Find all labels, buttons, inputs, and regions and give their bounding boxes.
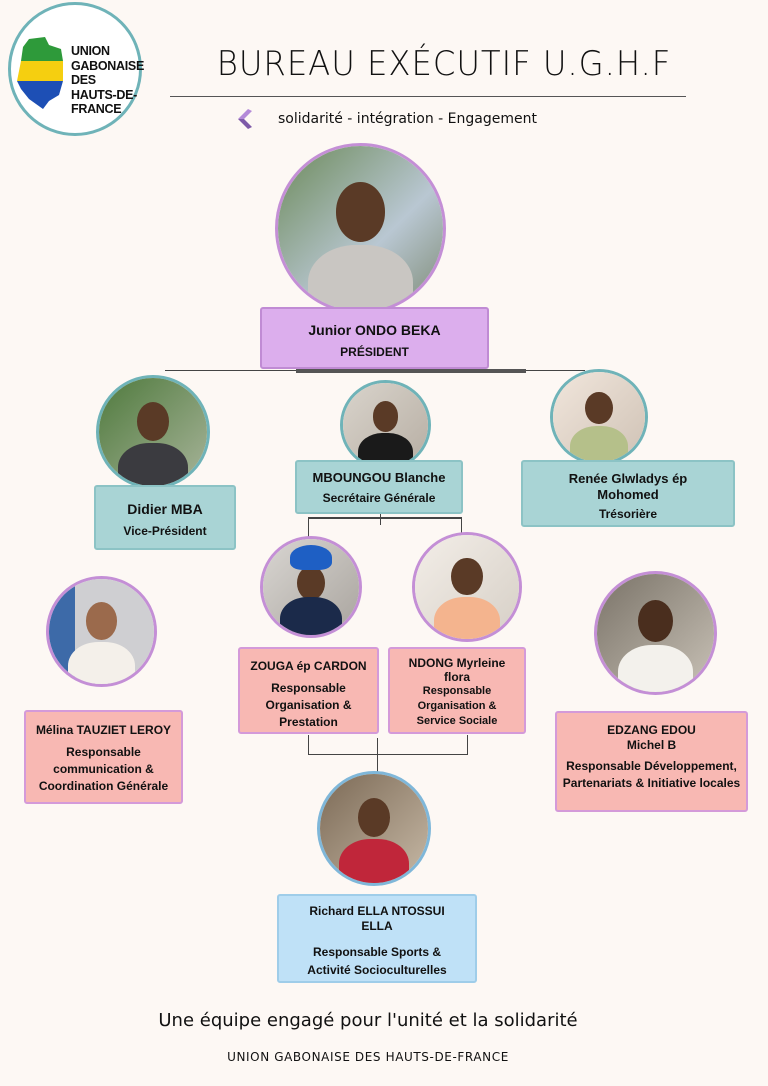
footer-org-name: UNION GABONAISE DES HAUTS-DE-FRANCE: [227, 1050, 509, 1064]
zouga-card: ZOUGA ép CARDON Responsable Organisation…: [238, 647, 379, 734]
tagline: solidarité - intégration - Engagement: [278, 111, 537, 127]
member-name: Didier MBA: [127, 501, 203, 517]
logo-text: UNION GABONAISE DES HAUTS-DE- FRANCE: [71, 44, 144, 117]
page-title: BUREAU EXÉCUTIF U.G.H.F: [216, 44, 672, 84]
member-name: MBOUNGOU Blanche: [312, 470, 446, 485]
president-photo: [275, 143, 446, 314]
logo-line: GABONAISE: [71, 58, 145, 73]
member-role: Trésorière: [598, 507, 658, 521]
logo-line: UNION: [71, 44, 110, 58]
connector-line: [308, 517, 462, 519]
member-name: Richard ELLA NTOSSUI ELLA: [309, 904, 445, 933]
gabon-map-flag-icon: [17, 37, 63, 109]
treasurer-card: Renée Glwladys ép Mohomed Trésorière: [521, 460, 735, 527]
treasurer-photo: [550, 369, 648, 465]
member-name: Junior ONDO BEKA: [308, 322, 441, 338]
connector-line: [308, 754, 468, 755]
secretary-card: MBOUNGOU Blanche Secrétaire Générale: [295, 460, 463, 514]
member-role: Responsable Organisation & Service Socia…: [416, 685, 498, 727]
member-name: Renée Glwladys ép Mohomed: [568, 471, 688, 502]
connector-line: [380, 513, 381, 525]
member-name: NDONG Myrleine flora: [408, 656, 506, 684]
logo-line: FRANCE: [71, 102, 122, 116]
member-role: Responsable Sports & Activité Sociocultu…: [307, 945, 447, 977]
connector-line: [308, 735, 309, 755]
member-role: Responsable Organisation & Prestation: [265, 681, 352, 729]
member-name: EDZANG EDOU Michel B: [607, 723, 696, 752]
member-role: Responsable communication & Coordination…: [38, 745, 169, 793]
member-role: Responsable Développement, Partenariats …: [562, 759, 741, 790]
member-name: ZOUGA ép CARDON: [250, 659, 367, 673]
connector-line: [296, 369, 526, 373]
logo-line: DES: [71, 73, 96, 87]
connector-line: [467, 735, 468, 755]
secretary-photo: [340, 380, 431, 470]
member-role: PRÉSIDENT: [340, 345, 409, 359]
member-role: Vice-Président: [123, 524, 207, 538]
footer-slogan: Une équipe engagé pour l'unité et la sol…: [158, 1010, 578, 1031]
member-name: Mélina TAUZIET LEROY: [35, 723, 172, 737]
connector-line: [377, 738, 378, 774]
edzang-card: EDZANG EDOU Michel B Responsable Dévelop…: [555, 711, 748, 812]
melina-photo: [46, 576, 157, 687]
connector-line: [308, 517, 309, 537]
edzang-photo: [594, 571, 717, 695]
ndong-card: NDONG Myrleine flora Responsable Organis…: [388, 647, 526, 734]
ndong-photo: [412, 532, 522, 642]
melina-card: Mélina TAUZIET LEROY Responsable communi…: [24, 710, 183, 804]
connector-line: [461, 517, 462, 533]
zouga-photo: [260, 536, 362, 638]
logo-line: HAUTS-DE-: [71, 87, 138, 102]
vice-president-card: Didier MBA Vice-Président: [94, 485, 236, 550]
richard-card: Richard ELLA NTOSSUI ELLA Responsable Sp…: [277, 894, 477, 983]
chevron-logo-icon: [238, 109, 252, 129]
title-divider: [170, 96, 686, 97]
richard-photo: [317, 771, 431, 886]
vice-president-photo: [96, 375, 210, 489]
member-role: Secrétaire Générale: [322, 491, 436, 505]
ughf-logo: UNION GABONAISE DES HAUTS-DE- FRANCE: [8, 2, 144, 136]
president-card: Junior ONDO BEKA PRÉSIDENT: [260, 307, 489, 369]
